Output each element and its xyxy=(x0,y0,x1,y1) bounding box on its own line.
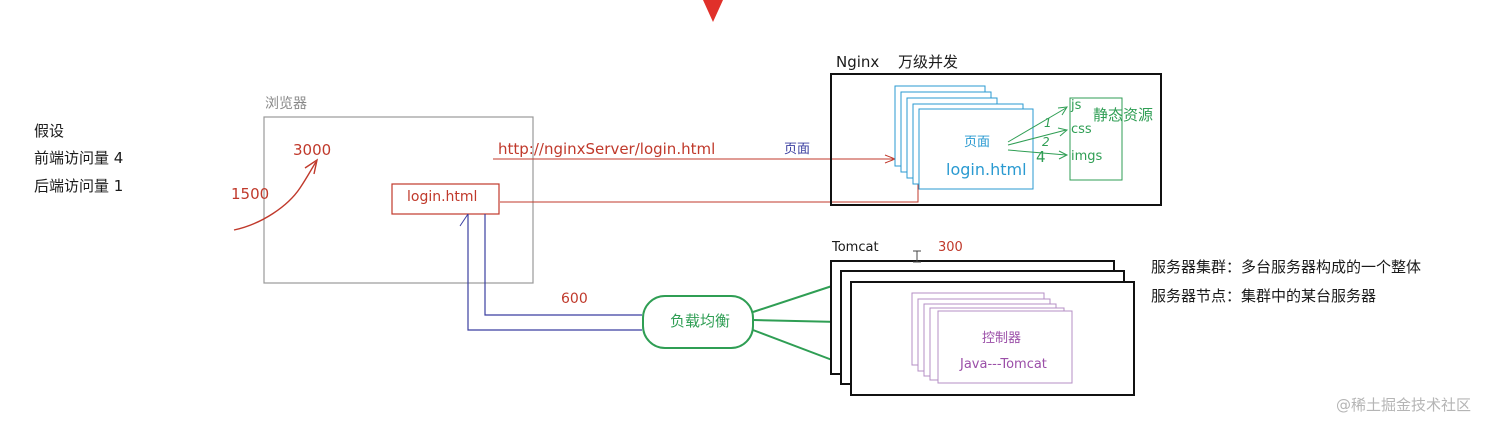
growth-arrow-head xyxy=(304,158,319,175)
load-balancer-label: 负载均衡 xyxy=(670,312,731,330)
browser-title: 浏览器 xyxy=(265,96,307,112)
nginx-login-label: login.html xyxy=(946,160,1027,179)
lb-to-tomcat-2 xyxy=(752,319,841,323)
tomcat-title: Tomcat xyxy=(832,240,879,255)
arrow-to-css-head xyxy=(1057,127,1069,137)
static-imgs-label: imgs xyxy=(1071,149,1103,164)
nginx-box xyxy=(830,73,1162,206)
nginx-num-2: 2 xyxy=(1042,135,1050,149)
lb-num-600: 600 xyxy=(561,291,588,307)
static-js-label: js xyxy=(1071,98,1082,113)
nginx-subtitle: 万级并发 xyxy=(898,53,959,71)
cluster-definition: 服务器集群：多台服务器构成的一个整体 xyxy=(1151,258,1422,276)
arrow-to-imgs-head xyxy=(1058,150,1069,160)
assumption-frontend: 前端访问量 4 xyxy=(34,149,124,167)
growth-arrow xyxy=(233,161,317,231)
nginx-num-1: 1 xyxy=(1044,116,1052,130)
return-line xyxy=(500,176,919,203)
assumption-backend: 后端访问量 1 xyxy=(34,177,124,195)
url-label: http://nginxServer/login.html xyxy=(498,140,716,158)
text-cursor-icon xyxy=(913,250,921,263)
node-definition: 服务器节点：集群中的某台服务器 xyxy=(1151,287,1377,305)
browser-num-1500: 1500 xyxy=(231,185,270,203)
arrow-to-js-head xyxy=(1057,106,1068,116)
load-balancer-box xyxy=(642,295,754,349)
browser-num-3000: 3000 xyxy=(293,141,332,159)
arrow-to-imgs xyxy=(1007,149,1067,156)
browser-login-box xyxy=(391,183,500,215)
watermark: @稀土掘金技术社区 xyxy=(1336,396,1472,414)
controller-label: 控制器 xyxy=(982,331,1022,346)
nginx-page-front xyxy=(918,108,1034,190)
lb-to-tomcat-1 xyxy=(752,285,833,313)
lb-line-outer xyxy=(467,214,642,331)
static-css-label: css xyxy=(1071,122,1092,137)
nginx-num-4: 4 xyxy=(1036,148,1046,166)
arrow-to-css xyxy=(1007,129,1067,146)
lb-line-tick xyxy=(459,213,469,227)
lb-line-inner xyxy=(484,214,642,316)
static-resources-label: 静态资源 xyxy=(1093,106,1154,124)
browser-login-label: login.html xyxy=(407,189,478,205)
arrow-to-js xyxy=(1007,107,1067,143)
java-tomcat-label: Java---Tomcat xyxy=(960,357,1047,372)
nginx-page-label: 页面 xyxy=(964,135,991,150)
tomcat-num-300: 300 xyxy=(938,240,963,255)
browser-box xyxy=(263,116,534,284)
top-marker-triangle xyxy=(703,0,723,22)
page-edge-label: 页面 xyxy=(784,142,811,157)
assumption-title: 假设 xyxy=(34,122,65,140)
static-resources-box xyxy=(1069,97,1123,181)
controller-front xyxy=(937,310,1073,384)
nginx-title: Nginx xyxy=(836,53,880,71)
